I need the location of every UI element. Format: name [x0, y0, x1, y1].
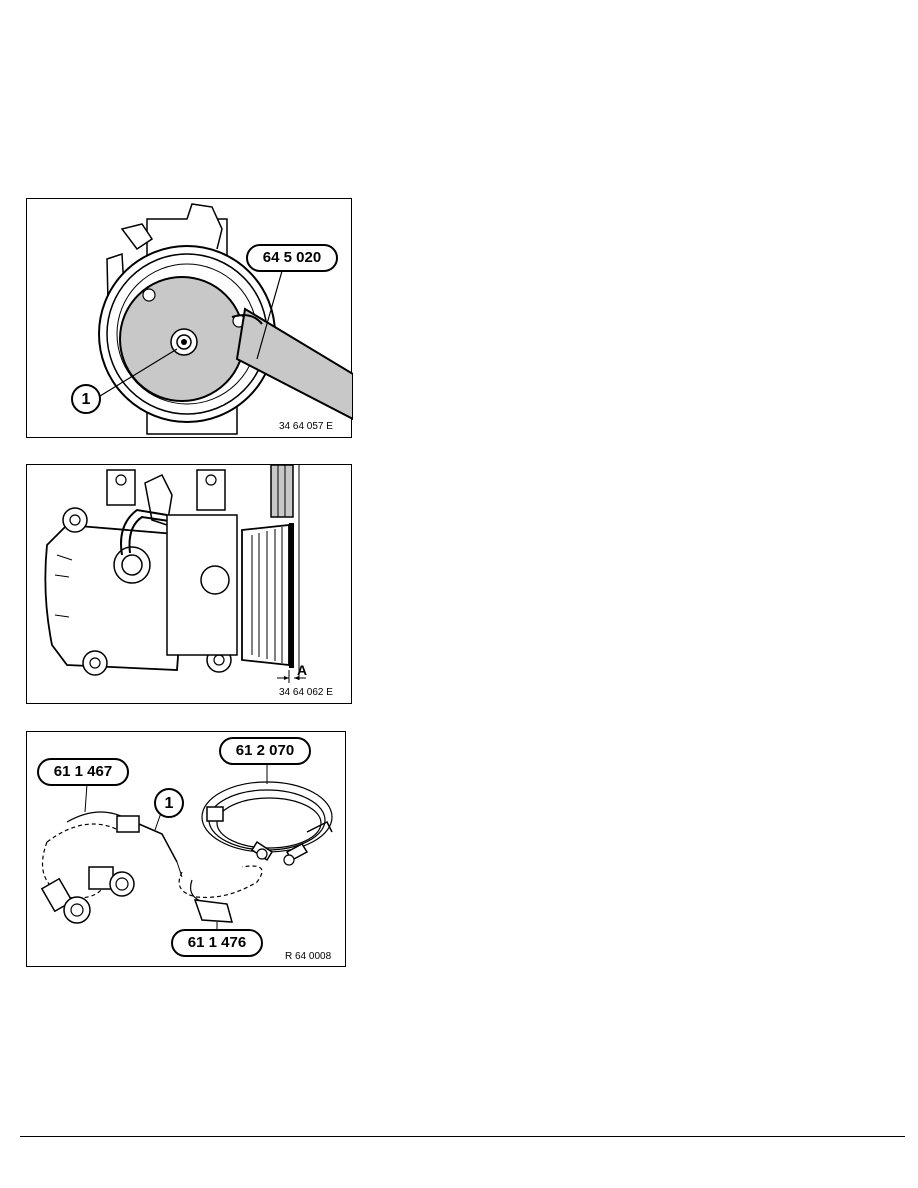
tool-number-callout-right: 61 2 070: [219, 737, 311, 765]
figure-reference-code: R 64 0008: [285, 951, 332, 962]
figure-reference-code: 34 64 057 E: [279, 421, 333, 432]
figure-compressor-clutch-holder: 64 5 020 1 34 64 057 E: [26, 198, 353, 438]
footer-rule: [20, 1136, 905, 1137]
item-number-callout: 1: [154, 788, 184, 818]
figure-compressor-air-gap: A 34 64 062 E: [26, 464, 352, 704]
compressor-clutch-illustration: [98, 203, 353, 435]
figure-reference-code: 34 64 062 E: [279, 687, 333, 698]
air-gap-dimension-label: A: [297, 662, 308, 678]
tool-number-callout-left: 61 1 467: [37, 758, 129, 786]
tool-number-callout-bottom: 61 1 476: [171, 929, 263, 957]
tool-number-callout: 64 5 020: [246, 244, 338, 272]
compressor-side-illustration: [44, 465, 306, 683]
adapter-cables-illustration: [40, 762, 333, 930]
item-number-callout: 1: [71, 384, 101, 414]
figure-test-adapter-cables: 61 1 467 61 2 070 61 1 476 1 R 64 0008: [26, 731, 346, 967]
